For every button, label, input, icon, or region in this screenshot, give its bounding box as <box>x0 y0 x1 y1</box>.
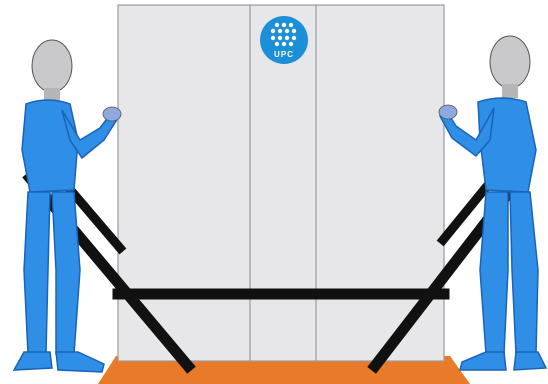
logo-circle <box>260 16 308 64</box>
strap-right-upper <box>436 173 499 247</box>
right-worker-glove <box>438 104 458 120</box>
right-worker-left-leg <box>479 191 509 355</box>
upc-logo: UPC <box>260 16 308 64</box>
logo-text: UPC <box>274 50 294 59</box>
left-worker-glove <box>102 106 122 122</box>
left-worker <box>12 39 122 373</box>
left-worker-torso <box>21 99 79 193</box>
left-worker-right-boot <box>55 351 105 373</box>
right-worker-right-boot <box>513 351 548 371</box>
right-worker-torso <box>477 97 537 193</box>
right-worker <box>438 35 548 371</box>
server-cabinet <box>117 4 445 362</box>
right-worker-arm <box>439 107 495 158</box>
left-worker-left-boot <box>12 351 53 371</box>
cabinet-body <box>117 4 445 362</box>
left-worker-head <box>31 39 73 93</box>
right-worker-head <box>489 35 531 89</box>
left-worker-right-leg <box>51 191 81 355</box>
right-worker-neck <box>502 84 518 98</box>
left-worker-left-leg <box>23 191 51 355</box>
logo-dot-grid <box>270 22 297 47</box>
right-worker-right-leg <box>509 191 539 355</box>
left-worker-neck <box>44 88 60 102</box>
right-worker-left-boot <box>459 351 507 371</box>
